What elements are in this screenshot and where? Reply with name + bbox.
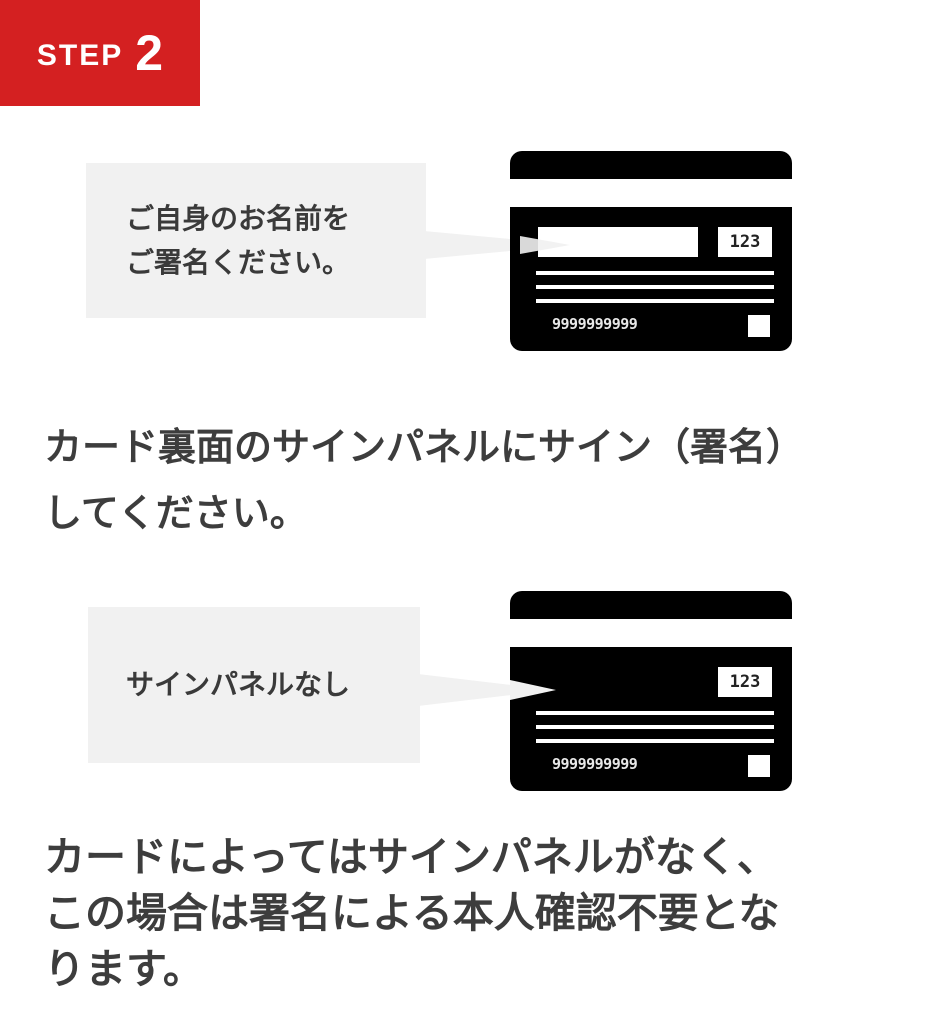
instruction-caption-no-panel: カードによってはサインパネルがなく、 この場合は署名による本人確認不要とな りま… (44, 829, 904, 997)
caption-line: ります。 (44, 945, 204, 993)
step-label: STEP (36, 39, 124, 72)
signature-panel (538, 227, 698, 257)
credit-card-back-illustration-no-panel: 123 9999999999 (510, 591, 792, 791)
magnetic-stripe (510, 591, 792, 619)
caption-line: してください。 (44, 491, 308, 535)
cvv-box: 123 (718, 227, 772, 257)
callout-text-line: ご署名ください。 (126, 245, 351, 279)
step-number: 2 (135, 25, 164, 81)
caption-line: カードによってはサインパネルがなく、 (44, 833, 778, 881)
credit-card-back-illustration: 123 9999999999 (510, 151, 792, 351)
hologram-square-icon (748, 315, 770, 337)
caption-line: この場合は署名による本人確認不要とな (44, 889, 780, 937)
card-text-line (536, 739, 774, 743)
card-body: 123 9999999999 (510, 647, 792, 791)
callout-bubble-sign-name: ご自身のお名前を ご署名ください。 (86, 163, 426, 318)
card-number: 9999999999 (552, 315, 638, 333)
instruction-caption-sign: カード裏面のサインパネルにサイン（署名） してください。 (44, 414, 904, 546)
callout-tail-overlay (510, 680, 556, 700)
callout-tail-pointer (424, 231, 574, 259)
callout-tail-overlay (520, 236, 570, 254)
callout-bubble-no-panel: サインパネルなし (88, 607, 420, 763)
caption-line: カード裏面のサインパネルにサイン（署名） (44, 425, 805, 469)
card-text-line (536, 725, 774, 729)
callout-text-line: サインパネルなし (126, 668, 351, 701)
hologram-square-icon (748, 755, 770, 777)
step-badge: STEP 2 (0, 0, 200, 106)
card-text-line (536, 285, 774, 289)
card-body: 123 9999999999 (510, 207, 792, 351)
callout-text-line: ご自身のお名前を (126, 201, 351, 235)
magnetic-stripe (510, 151, 792, 179)
callout-tail-pointer (418, 674, 554, 706)
cvv-box: 123 (718, 667, 772, 697)
card-text-line (536, 299, 774, 303)
card-text-line (536, 711, 774, 715)
card-text-line (536, 271, 774, 275)
card-number: 9999999999 (552, 755, 638, 773)
